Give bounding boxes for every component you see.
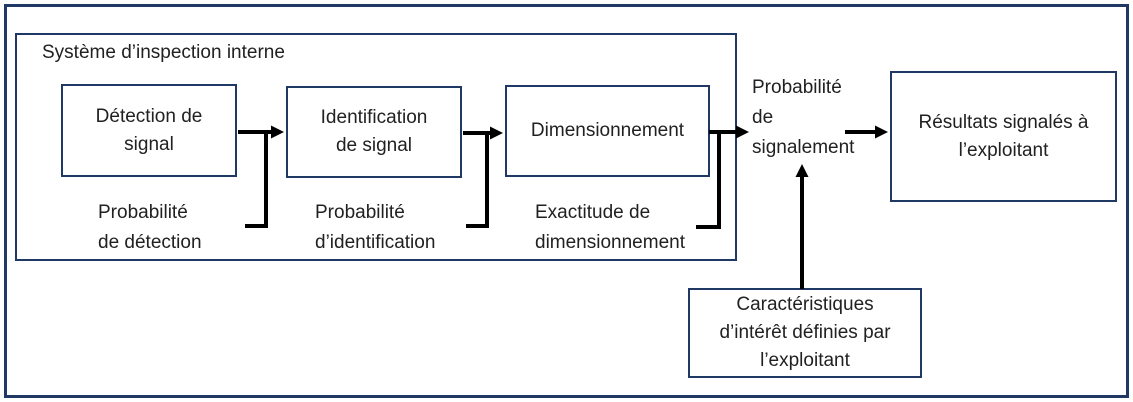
label-text-line: Probabilité [752, 77, 842, 98]
node-text-line: Dimensionnement [530, 120, 685, 141]
node-text-line: Identification [320, 107, 428, 128]
node-text-line: Détection de [95, 105, 203, 127]
label-probabilite-signalement: Probabilité de signalement [752, 73, 854, 163]
node-text-line: d’intérêt définies par [719, 322, 891, 343]
node-text-line: signal [124, 133, 174, 155]
label-text-line: de détection [98, 232, 202, 253]
node-text-line: Résultats signalés à [918, 111, 1089, 133]
label-probabilite-detection: Probabilité de détection [98, 198, 202, 258]
node-text-line: de signal [335, 135, 413, 156]
node-caracteristiques-interet: Caractéristiques d’intérêt définies par … [688, 288, 922, 378]
label-text-line: signalement [752, 137, 855, 158]
system-title: Système d’inspection interne [42, 42, 285, 63]
node-dimensionnement: Dimensionnement [505, 85, 710, 177]
label-text-line: Probabilité [315, 202, 405, 223]
outer-frame [4, 4, 1129, 398]
label-exactitude-dimensionnement: Exactitude de dimensionnement [535, 198, 685, 258]
node-text-line: l’exploitant [760, 350, 850, 371]
node-text-line: Caractéristiques [736, 294, 874, 315]
label-text-line: dimensionnement [535, 232, 685, 253]
label-text-line: Exactitude de [535, 202, 651, 223]
label-text-line: de [752, 107, 774, 128]
inspection-system-boundary [15, 33, 737, 261]
label-text-line: d’identification [315, 232, 436, 253]
node-identification-de-signal: Identification de signal [286, 86, 462, 178]
label-probabilite-identification: Probabilité d’identification [315, 198, 435, 258]
node-resultats-signales: Résultats signalés à l’exploitant [890, 71, 1117, 202]
label-text-line: Probabilité [98, 202, 188, 223]
node-text-line: l’exploitant [958, 139, 1049, 161]
node-detection-de-signal: Détection de signal [61, 84, 237, 177]
